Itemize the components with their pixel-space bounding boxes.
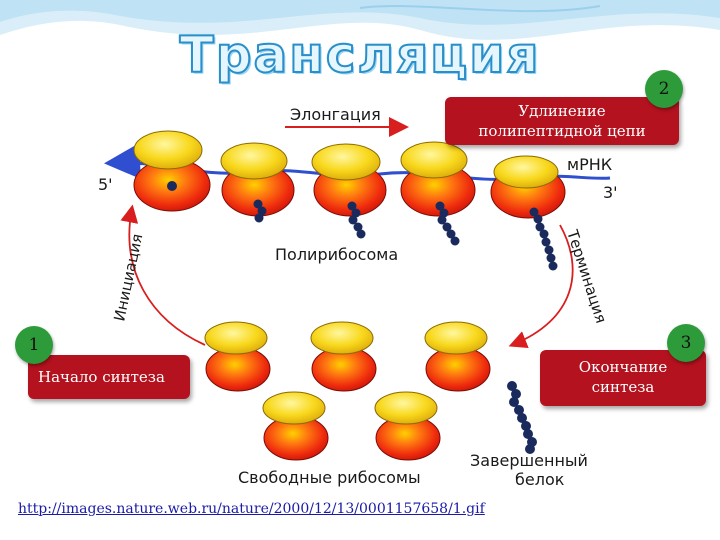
callout-initiation-box: Начало синтеза <box>28 355 190 399</box>
finished-protein-chain <box>507 381 537 454</box>
finished-protein-label-line1: Завершенный <box>470 451 588 470</box>
callout-number-1: 1 <box>15 326 53 364</box>
source-link[interactable]: http://images.nature.web.ru/nature/2000/… <box>18 501 485 517</box>
callout-initiation-label: Начало синтеза <box>38 368 165 386</box>
elongation-label: Элонгация <box>290 105 381 124</box>
free-ribosome-3 <box>424 321 491 392</box>
free-ribosome-1 <box>204 321 271 392</box>
callout-number-3: 3 <box>667 324 705 362</box>
initiation-arrow <box>120 204 206 346</box>
free-ribosomes-label: Свободные рибосомы <box>238 468 421 487</box>
finished-protein-label-line2: белок <box>515 470 565 489</box>
header-swirl-decoration <box>0 0 720 40</box>
free-ribosome-2 <box>310 321 377 392</box>
page-title: Трансляция <box>179 25 541 85</box>
free-ribosome-4 <box>262 391 329 461</box>
five-prime-label: 5' <box>98 175 113 194</box>
polyribosome-ribosome-5 <box>490 155 566 271</box>
mrna-label: мРНК <box>567 155 613 174</box>
polyribosome-ribosome-1 <box>133 130 211 212</box>
termination-label: Терминация <box>563 227 610 326</box>
callout-termination-line2: синтеза <box>591 378 655 396</box>
callout-elongation-box: Удлинение полипептидной цепи <box>445 97 679 145</box>
callout-elongation-line1: Удлинение <box>518 102 606 120</box>
free-ribosome-5 <box>374 391 441 461</box>
polyribosome-label: Полирибосома <box>275 245 398 264</box>
callout-elongation-line2: полипептидной цепи <box>478 122 646 140</box>
polyribosome-ribosome-2 <box>220 142 295 223</box>
callout-number-2: 2 <box>645 70 683 108</box>
three-prime-label: 3' <box>603 183 618 202</box>
polyribosome-ribosome-3 <box>311 143 387 239</box>
callout-termination-line1: Окончание <box>578 358 668 376</box>
polyribosome-ribosome-4 <box>400 141 476 246</box>
initiation-label: Инициация <box>110 232 146 323</box>
termination-arrow <box>508 224 574 349</box>
